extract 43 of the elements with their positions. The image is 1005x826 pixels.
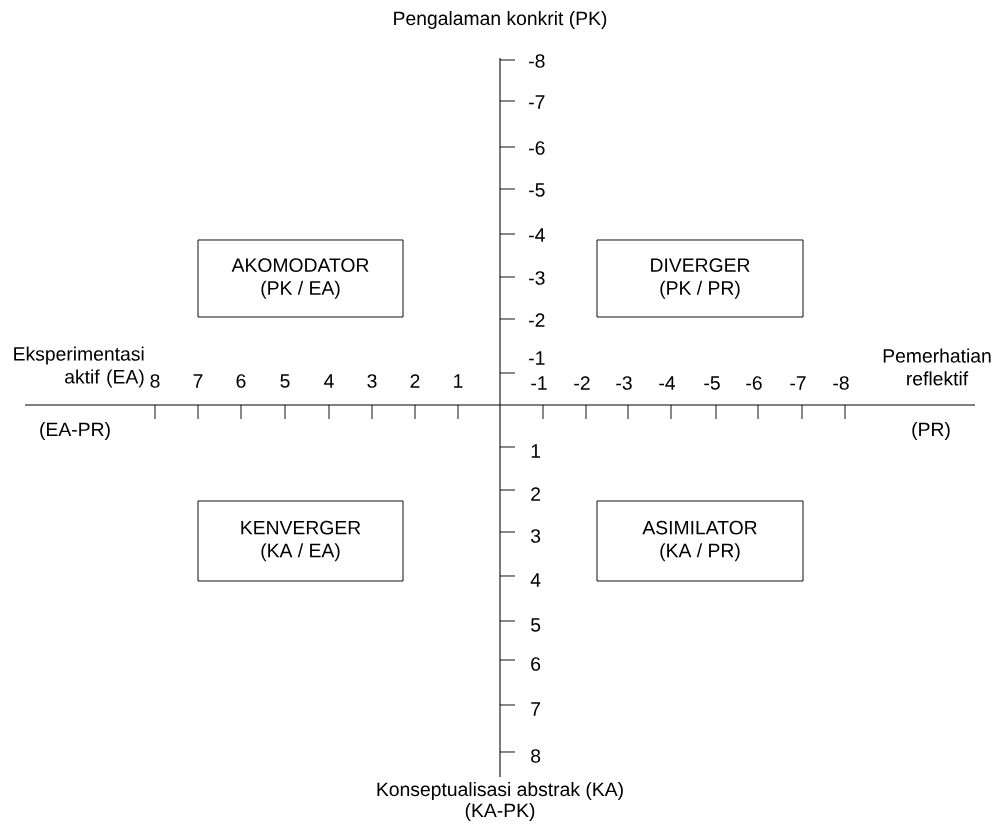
tick-label: 5 [531, 618, 541, 632]
tick-label: 3 [530, 529, 541, 543]
axis-title: Konseptualisasi abstrak (KA) [377, 782, 623, 800]
quadrant-box: AKOMODATOR (PK / EA) [197, 239, 404, 318]
quadrant-box: KENVERGER (KA / EA) [197, 500, 404, 582]
tick-label: 6 [236, 374, 246, 388]
tick-label: -4 [659, 376, 676, 390]
tick-label: -1 [529, 351, 545, 365]
tick-label: -3 [529, 271, 545, 285]
tick-label: 2 [410, 374, 420, 388]
tick-label: -5 [704, 376, 720, 390]
axis-subtitle: (EA-PR) [40, 422, 110, 440]
tick-label: -3 [616, 376, 632, 390]
quadrant-box: DIVERGER (PK / PR) [596, 239, 804, 318]
tick-label: -1 [531, 376, 547, 390]
tick-label: -8 [833, 376, 849, 390]
tick-label: 8 [150, 374, 160, 388]
tick-label: 1 [454, 374, 463, 388]
tick-label: 2 [531, 487, 540, 501]
tick-label: -8 [529, 54, 545, 68]
tick-label: 7 [531, 702, 540, 716]
axis-title: Pengalaman konkrit (PK) [394, 11, 607, 29]
tick-label: 8 [531, 749, 541, 763]
tick-label: 4 [324, 374, 334, 388]
tick-label: 5 [280, 374, 290, 388]
tick-label: -4 [529, 228, 545, 242]
tick-label: 4 [530, 573, 541, 587]
axis-subtitle: (PR) [912, 422, 950, 440]
quadrant-box: ASIMILATOR (KA / PR) [596, 500, 804, 582]
axis-subtitle: (KA-PK) [465, 803, 535, 821]
tick-label: -6 [746, 376, 762, 390]
tick-label: 1 [531, 444, 541, 458]
tick-label: 7 [193, 374, 203, 388]
axis-title: Pemerhatian reflektif [883, 348, 991, 386]
tick-label: -7 [529, 95, 545, 109]
tick-label: -2 [529, 313, 545, 327]
tick-label: 3 [367, 374, 377, 388]
tick-label: -6 [529, 141, 545, 155]
tick-label: -2 [574, 376, 590, 390]
tick-label: 6 [531, 657, 541, 671]
tick-label: -7 [790, 376, 806, 390]
tick-label: -5 [529, 183, 545, 197]
axis-title: Eksperimentasi aktif (EA) [14, 346, 144, 388]
